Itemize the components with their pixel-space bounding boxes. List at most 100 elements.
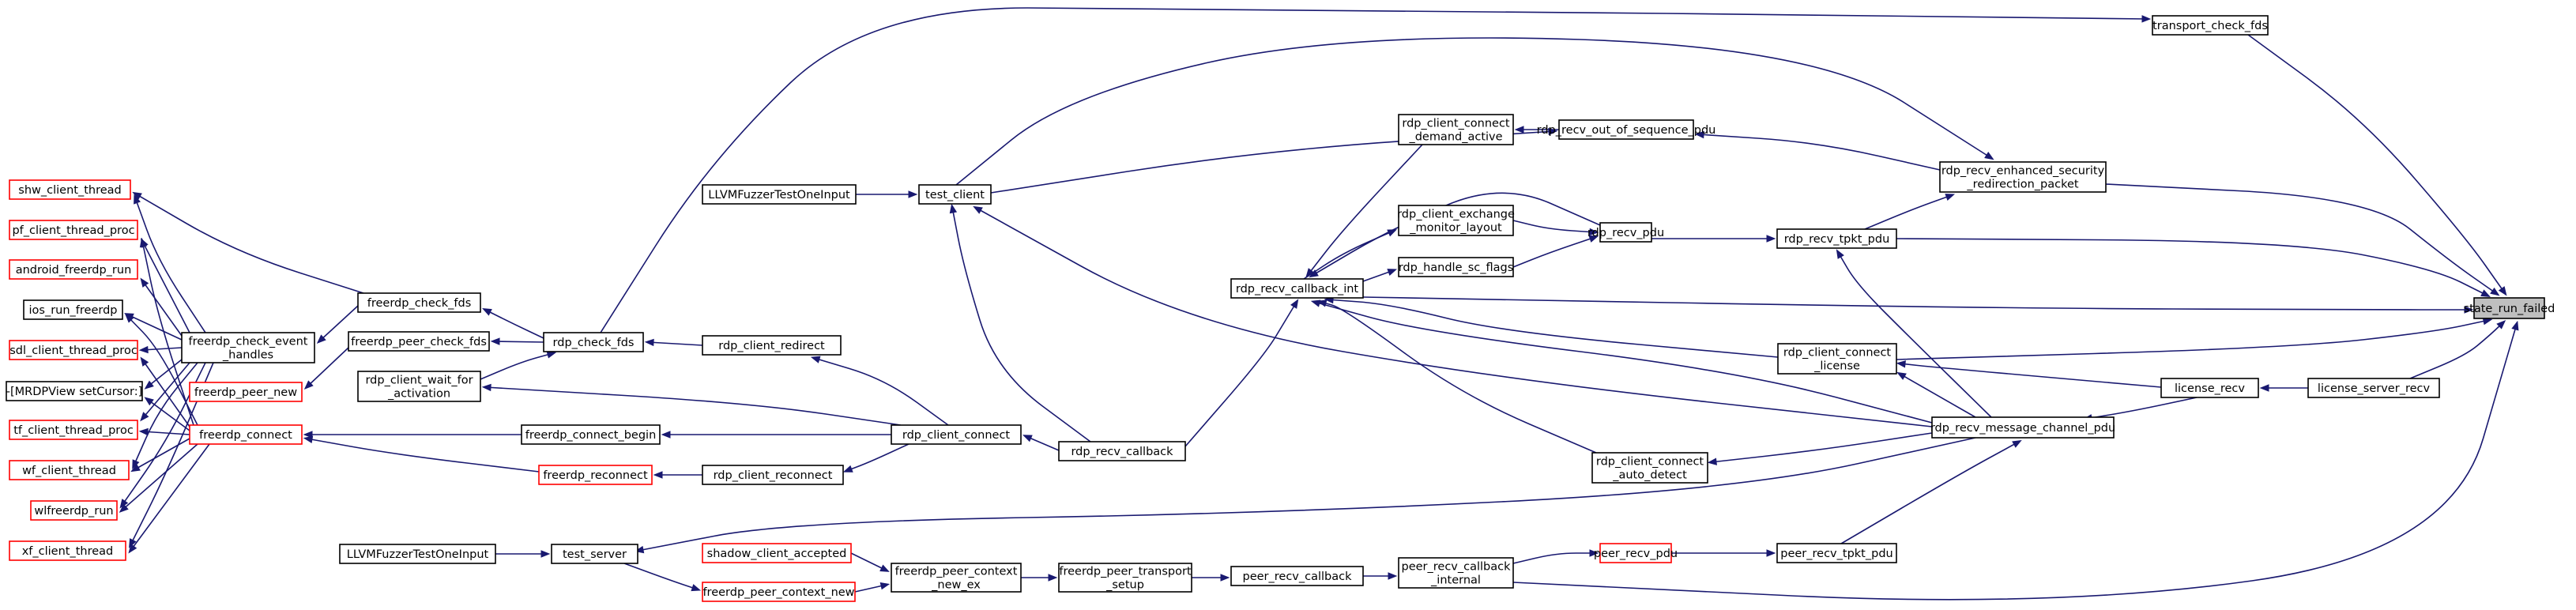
- node-freerdp-peer-check-fds[interactable]: freerdp_peer_check_fds: [348, 331, 490, 352]
- call-nodes: state_run_failed transport_check_fds rdp_r…: [6, 15, 2555, 602]
- node-label: -[MRDPView setCursor:]: [6, 386, 143, 398]
- node-freerdp-check-fds[interactable]: freerdp_check_fds: [357, 292, 481, 313]
- call-edge: [1316, 299, 1597, 454]
- call-edge: [303, 431, 522, 439]
- node-rdp-client-connect-auto-detect[interactable]: rdp_client_connect_auto_detect: [1591, 452, 1708, 484]
- node-rdp-client-connect[interactable]: rdp_client_connect: [891, 424, 1022, 445]
- node-shadow-client-accepted[interactable]: shadow_client_accepted: [702, 543, 852, 563]
- node-mrdpview-setcursor[interactable]: -[MRDPView setCursor:]: [6, 381, 143, 401]
- node-rdp-recv-pdu[interactable]: rdp_recv_pdu: [1587, 222, 1664, 243]
- node-test-server[interactable]: test_server: [551, 544, 638, 564]
- node-shw-client-thread[interactable]: shw_client_thread: [9, 179, 131, 200]
- call-edge: [144, 359, 183, 390]
- node-llvmfuzzertestoneinput-client[interactable]: LLVMFuzzerTestOneInput: [702, 184, 857, 205]
- node-freerdp-peer-transport-setup[interactable]: freerdp_peer_transport_setup: [1058, 563, 1192, 593]
- node-peer-recv-callback-internal[interactable]: peer_recv_callback_internal: [1398, 557, 1514, 589]
- node-rdp-client-redirect[interactable]: rdp_client_redirect: [702, 335, 842, 356]
- node-rdp-client-connect-demand-active[interactable]: rdp_client_connect_demand_active: [1398, 114, 1514, 145]
- call-edge: [124, 313, 183, 341]
- node-rdp-recv-tpkt-pdu[interactable]: rdp_recv_tpkt_pdu: [1776, 228, 1897, 249]
- call-edge: [141, 238, 190, 333]
- call-edge: [1310, 299, 1933, 424]
- node-label: license_recv: [2175, 382, 2245, 395]
- node-rdp-client-wait-for-activation[interactable]: rdp_client_wait_for_activation: [357, 371, 481, 402]
- node-label: peer_recv_callback: [1243, 570, 1353, 583]
- node-label: rdp_client_reconnect: [714, 469, 833, 482]
- node-label: _redirection_packet: [1966, 179, 2078, 191]
- node-label: _setup: [1105, 579, 1144, 592]
- node-state-run-failed[interactable]: state_run_failed: [2464, 297, 2555, 319]
- call-edge: [854, 582, 891, 593]
- node-rdp-client-reconnect[interactable]: rdp_client_reconnect: [702, 465, 844, 485]
- node-label: freerdp_peer_check_fds: [351, 336, 487, 348]
- call-edge: [1192, 574, 1230, 582]
- node-freerdp-peer-context-new[interactable]: freerdp_peer_context_new: [702, 582, 856, 602]
- call-edge: [1836, 249, 1992, 418]
- node-transport-check-fds[interactable]: transport_check_fds: [2152, 15, 2269, 36]
- node-rdp-recv-callback-int[interactable]: rdp_recv_callback_int: [1230, 278, 1364, 299]
- node-rdp-client-connect-license[interactable]: rdp_client_connect_license: [1777, 343, 1897, 375]
- call-edge: [1022, 435, 1060, 451]
- node-wlfreerdp-run[interactable]: wlfreerdp_run: [30, 500, 118, 521]
- node-label: freerdp_reconnect: [543, 469, 648, 482]
- call-edge: [1864, 194, 1956, 230]
- node-freerdp-peer-context-new-ex[interactable]: freerdp_peer_context_new_ex: [891, 563, 1022, 593]
- call-edge: [140, 356, 190, 427]
- node-license-recv[interactable]: license_recv: [2160, 378, 2259, 398]
- call-edge: [495, 550, 551, 558]
- node-rdp-check-fds[interactable]: rdp_check_fds: [543, 332, 644, 352]
- node-peer-recv-tpkt-pdu[interactable]: peer_recv_tpkt_pdu: [1776, 543, 1897, 563]
- node-peer-recv-pdu[interactable]: peer_recv_pdu: [1594, 543, 1678, 563]
- node-freerdp-connect[interactable]: freerdp_connect: [189, 424, 303, 445]
- call-edge: [124, 313, 198, 426]
- node-xf-client-thread[interactable]: xf_client_thread: [9, 540, 126, 561]
- node-freerdp-peer-new[interactable]: freerdp_peer_new: [189, 382, 303, 402]
- node-label: freerdp_peer_context: [895, 566, 1018, 578]
- node-label: rdp_client_exchange: [1397, 209, 1515, 221]
- node-wf-client-thread[interactable]: wf_client_thread: [9, 460, 130, 480]
- node-rdp-recv-out-of-sequence-pdu[interactable]: rdp_recv_out_of_sequence_pdu: [1537, 119, 1716, 140]
- node-peer-recv-callback[interactable]: peer_recv_callback: [1230, 566, 1364, 586]
- call-edge: [132, 191, 364, 294]
- node-label: _monitor_layout: [1409, 222, 1502, 235]
- node-rdp-recv-callback[interactable]: rdp_recv_callback: [1058, 441, 1186, 461]
- node-label: rdp_client_wait_for: [365, 375, 473, 387]
- node-label: LLVMFuzzerTestOneInput: [708, 189, 850, 201]
- node-tf-client-thread-proc[interactable]: tf_client_thread_proc: [9, 420, 138, 440]
- call-edge: [2409, 320, 2506, 379]
- call-edge: [1184, 299, 1299, 447]
- call-edge: [856, 190, 918, 198]
- node-freerdp-connect-begin[interactable]: freerdp_connect_begin: [521, 424, 661, 445]
- node-rdp-client-exchange-monitor-layout[interactable]: rdp_client_exchange_monitor_layout: [1397, 205, 1515, 236]
- node-ios-run-freerdp[interactable]: ios_run_freerdp: [23, 299, 123, 320]
- node-label: freerdp_peer_context_new: [702, 586, 854, 599]
- node-label: shadow_client_accepted: [707, 548, 847, 560]
- node-label: _new_ex: [931, 579, 981, 592]
- call-edge: [644, 338, 703, 347]
- call-edge: [1021, 574, 1058, 582]
- node-label: rdp_client_connect: [1783, 347, 1892, 360]
- node-license-server-recv[interactable]: license_server_recv: [2307, 378, 2440, 398]
- node-sdl-client-thread-proc[interactable]: sdl_client_thread_proc: [9, 340, 138, 360]
- node-label: sdl_client_thread_proc: [9, 345, 137, 357]
- node-rdp-handle-sc-flags[interactable]: rdp_handle_sc_flags: [1398, 257, 1514, 277]
- call-edge: [1896, 360, 2162, 388]
- node-label: rdp_recv_message_channel_pdu: [1930, 422, 2115, 435]
- node-label: _internal: [1430, 574, 1481, 587]
- call-edge: [303, 347, 349, 390]
- node-freerdp-check-event-handles[interactable]: freerdp_check_event_handles: [181, 332, 315, 363]
- node-llvmfuzzertestoneinput-server[interactable]: LLVMFuzzerTestOneInput: [339, 544, 496, 564]
- node-rdp-recv-message-channel-pdu[interactable]: rdp_recv_message_channel_pdu: [1930, 416, 2115, 439]
- node-pf-client-thread-proc[interactable]: pf_client_thread_proc: [9, 220, 138, 240]
- node-label: state_run_failed: [2464, 303, 2555, 315]
- call-edge: [138, 345, 183, 354]
- node-test-client[interactable]: test_client: [918, 184, 992, 205]
- node-android-freerdp-run[interactable]: android_freerdp_run: [9, 259, 138, 280]
- call-edge: [1671, 549, 1776, 557]
- call-edge: [130, 438, 190, 473]
- call-edge: [481, 383, 902, 426]
- call-edge: [2259, 384, 2308, 392]
- node-freerdp-reconnect[interactable]: freerdp_reconnect: [538, 465, 653, 485]
- call-edge: [1896, 238, 2491, 297]
- node-rdp-recv-enhanced-security-redirection-packet[interactable]: rdp_recv_enhanced_security_redirection_p…: [1939, 161, 2107, 193]
